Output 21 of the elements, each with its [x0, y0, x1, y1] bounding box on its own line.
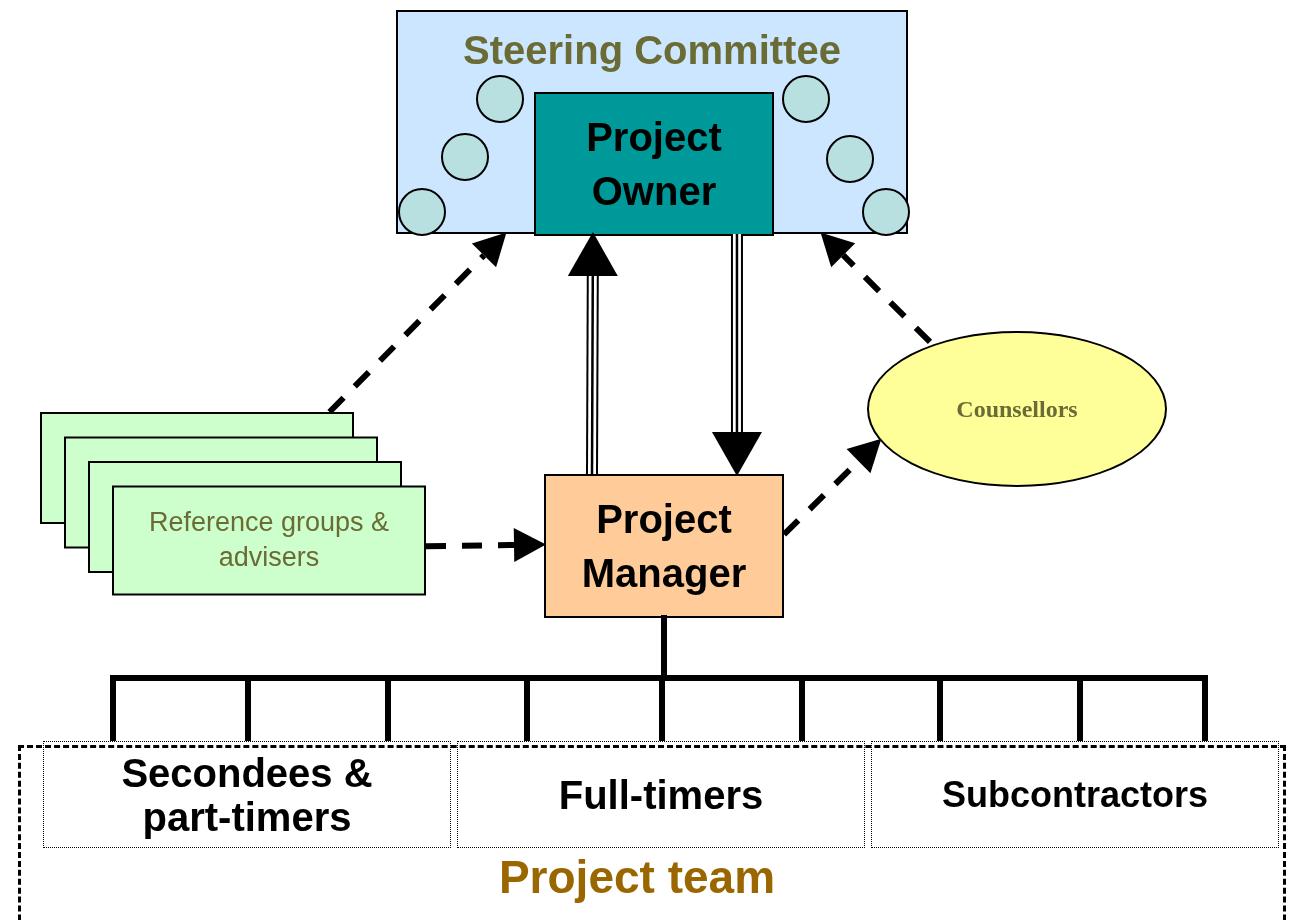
- team-group-box: [871, 741, 1279, 848]
- arrow: [567, 232, 618, 475]
- arrow: [425, 528, 546, 562]
- stacked-cards: [40, 412, 426, 596]
- team-group-box: [457, 741, 865, 848]
- arrow: [781, 438, 882, 537]
- owner-label: Project Owner: [585, 114, 723, 215]
- group-label: Subcontractors: [941, 772, 1208, 817]
- group-label: Secondees & part-timers: [120, 750, 374, 839]
- group-label: Full-timers: [558, 771, 764, 819]
- reference-label: Reference groups & advisers: [147, 505, 391, 574]
- arrow: [820, 232, 933, 345]
- counsellors-label: Counsellors: [956, 395, 1078, 424]
- owner-box: [534, 92, 774, 236]
- manager-label: Project Manager: [580, 496, 748, 597]
- committee-title: Steering Committee: [463, 30, 841, 70]
- committee-box: [396, 10, 908, 234]
- arrow: [711, 234, 762, 476]
- manager-box: [544, 474, 784, 618]
- arrow: [327, 232, 507, 415]
- team-group-box: [43, 741, 451, 848]
